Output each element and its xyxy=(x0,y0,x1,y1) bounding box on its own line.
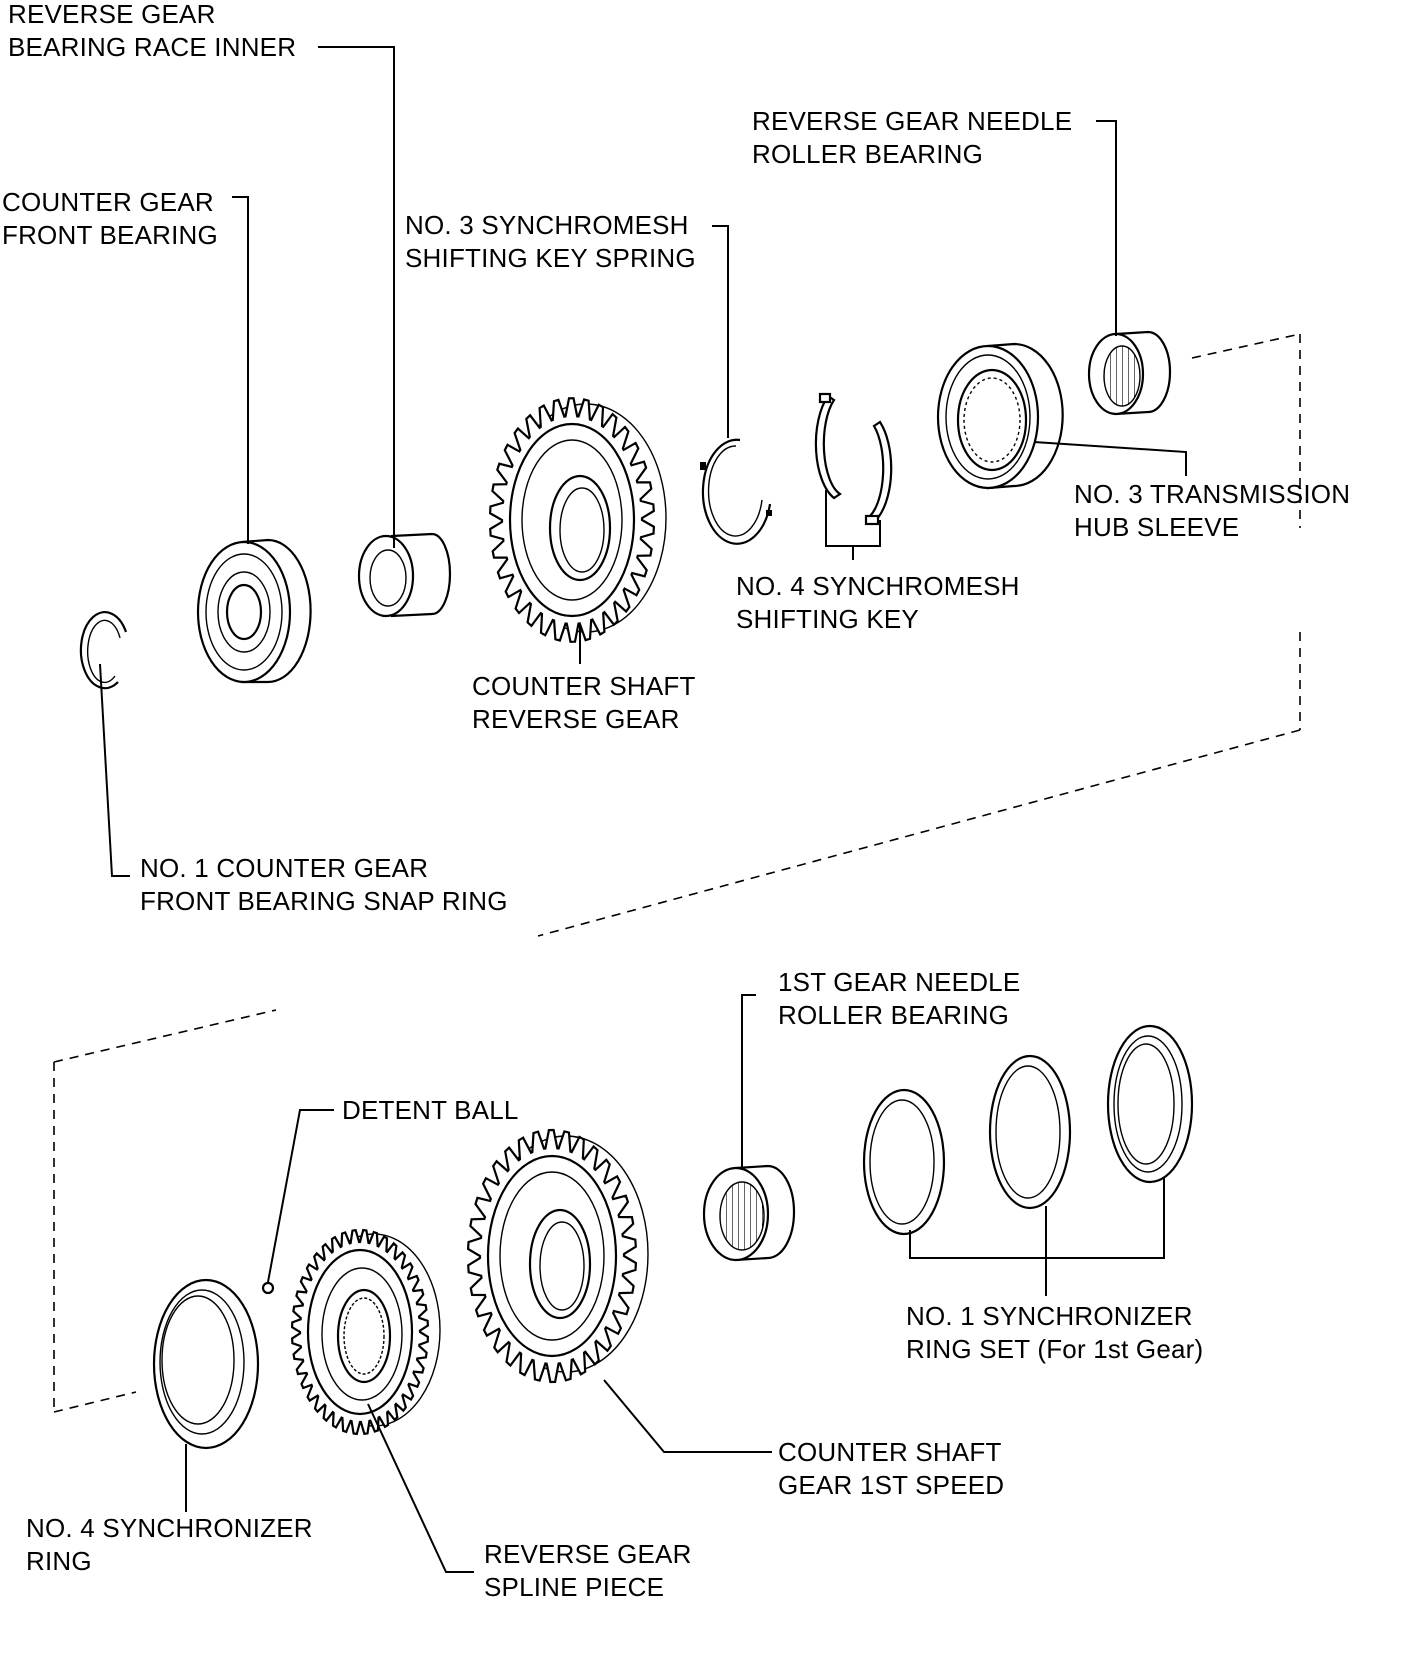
first-needle-bearing-part xyxy=(702,1164,796,1262)
label-reverse-needle-bearing: REVERSE GEAR NEEDLE ROLLER BEARING xyxy=(752,106,1073,169)
counter-gear-front-bearing-part xyxy=(196,538,312,684)
snap-ring-part xyxy=(79,611,128,690)
label-counter-gear-front-bearing: COUNTER GEAR FRONT BEARING xyxy=(2,187,218,250)
label-spline-piece: REVERSE GEAR SPLINE PIECE xyxy=(484,1539,692,1602)
bearing-race-inner-part xyxy=(357,532,452,618)
shifting-key-part-1 xyxy=(814,392,842,500)
label-synchronizer-ring-set: NO. 1 SYNCHRONIZER RING SET (For 1st Gea… xyxy=(906,1301,1204,1364)
label-reverse-gear-bearing-race-inner: REVERSE GEAR BEARING RACE INNER xyxy=(8,0,297,62)
hub-sleeve-part xyxy=(936,342,1064,490)
label-no4-synchronizer-ring: NO. 4 SYNCHRONIZER RING xyxy=(26,1513,313,1576)
leader-lines xyxy=(99,46,1187,1573)
spline-piece-part xyxy=(290,1228,441,1436)
label-counter-shaft-gear-1st: COUNTER SHAFT GEAR 1ST SPEED xyxy=(778,1437,1005,1500)
shifting-key-part-2 xyxy=(864,420,893,526)
label-key-spring: NO. 3 SYNCHROMESH SHIFTING KEY SPRING xyxy=(405,210,696,273)
counter-shaft-gear-1st-part xyxy=(466,1128,649,1384)
counter-shaft-reverse-gear-part xyxy=(488,397,667,643)
label-first-needle-bearing: 1ST GEAR NEEDLE ROLLER BEARING xyxy=(778,967,1021,1030)
no4-synchronizer-ring-part xyxy=(152,1278,260,1450)
detent-ball-part xyxy=(261,1281,275,1295)
label-detent-ball: DETENT BALL xyxy=(342,1095,519,1125)
label-counter-shaft-reverse-gear: COUNTER SHAFT REVERSE GEAR xyxy=(472,671,696,734)
label-hub-sleeve: NO. 3 TRANSMISSION HUB SLEEVE xyxy=(1074,479,1351,542)
shifting-key-spring-part xyxy=(700,438,772,545)
label-shifting-key: NO. 4 SYNCHROMESH SHIFTING KEY xyxy=(736,571,1020,634)
reverse-needle-bearing-part xyxy=(1087,330,1172,416)
phantom-axis-lines xyxy=(53,333,1301,1413)
synchronizer-ring-set-part xyxy=(862,1024,1194,1236)
label-snap-ring: NO. 1 COUNTER GEAR FRONT BEARING SNAP RI… xyxy=(140,853,508,916)
